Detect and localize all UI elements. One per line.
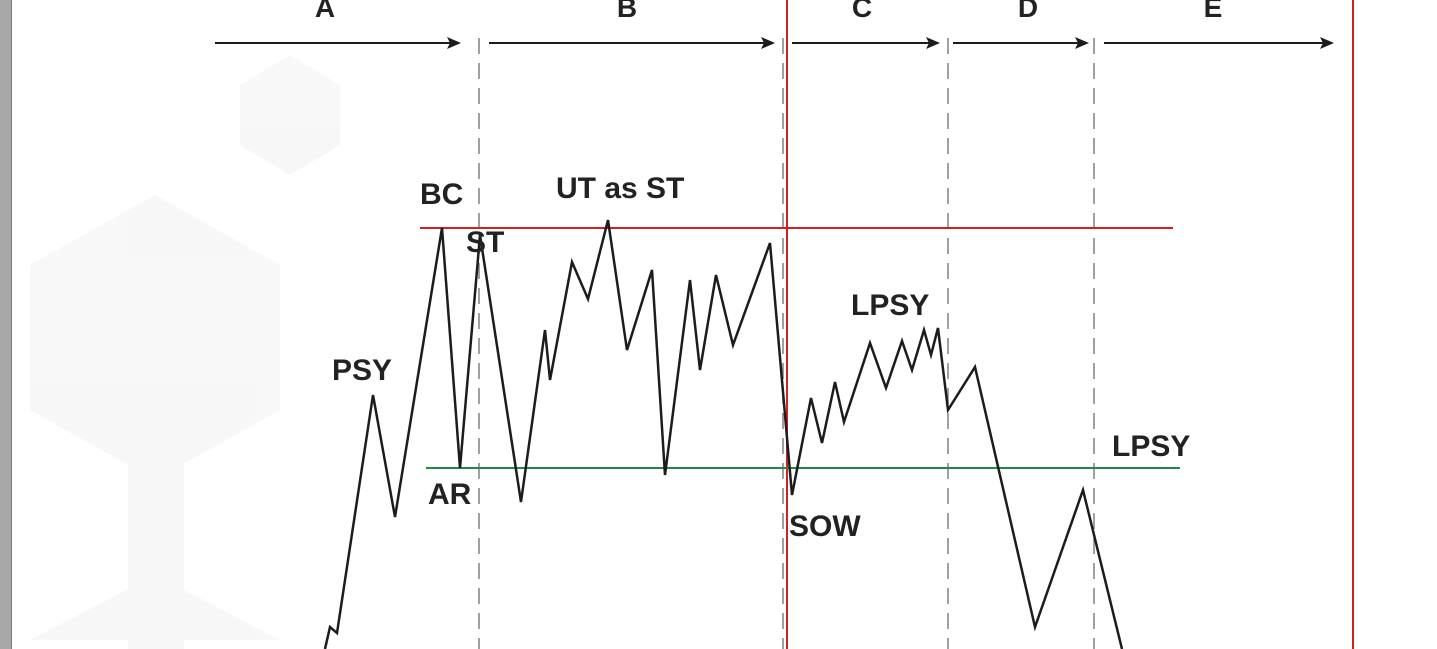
price-path (323, 219, 1124, 649)
label-lpsy-1: LPSY (851, 289, 929, 322)
label-ut-as-st: UT as ST (556, 172, 684, 205)
phase-label-d: D (1018, 0, 1038, 23)
label-lpsy-2: LPSY (1112, 430, 1190, 463)
label-st: ST (466, 226, 504, 259)
label-ar: AR (428, 478, 472, 511)
window-frame-edge (11, 0, 12, 649)
phase-label-c: C (852, 0, 872, 23)
phase-label-a: A (315, 0, 335, 23)
label-sow: SOW (789, 510, 861, 543)
window-frame-left (0, 0, 11, 649)
phase-label-e: E (1204, 0, 1223, 23)
phase-label-b: B (617, 0, 637, 23)
label-bc: BC (420, 178, 463, 211)
watermark-logo (30, 55, 340, 649)
label-psy: PSY (332, 354, 392, 387)
